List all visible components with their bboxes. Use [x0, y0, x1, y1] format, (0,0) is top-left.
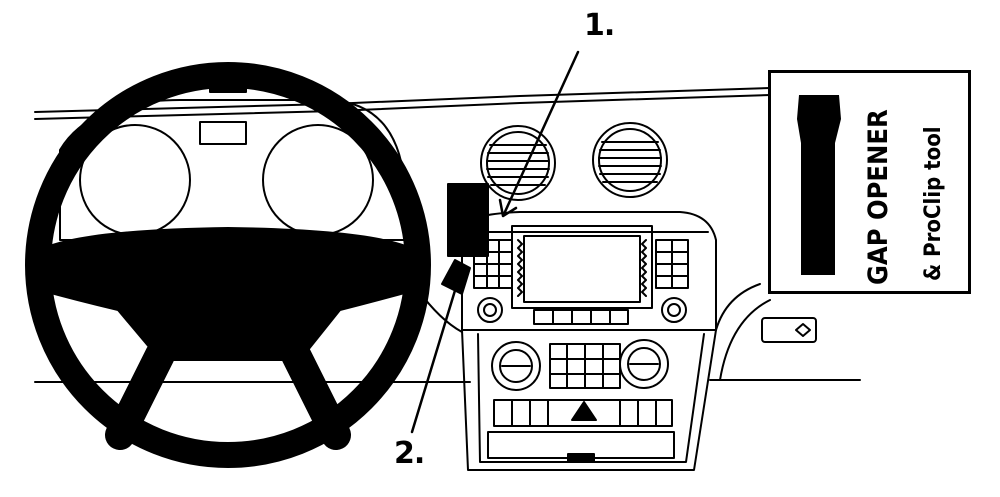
- gap-opener-tool-card: GAP OPENER & ProClip tool: [768, 70, 971, 294]
- dash-right-side: [715, 283, 817, 381]
- leader-line-1: [498, 50, 580, 218]
- tool-card-subtitle: & ProClip tool: [921, 126, 946, 281]
- air-vent-right: [592, 122, 668, 198]
- center-console: [417, 211, 717, 471]
- dashboard-top-edge: [34, 87, 771, 120]
- leader-line-2: [410, 272, 462, 434]
- air-vent-left: [480, 125, 556, 201]
- callout-label-1: 1.: [584, 8, 615, 43]
- callout-label-2: 2.: [394, 436, 425, 471]
- dashboard-lower-edge: [34, 379, 861, 383]
- tool-card-title: GAP OPENER: [863, 109, 894, 285]
- gap-opener-tool-icon: [797, 95, 841, 275]
- steering-wheel: [25, 62, 431, 468]
